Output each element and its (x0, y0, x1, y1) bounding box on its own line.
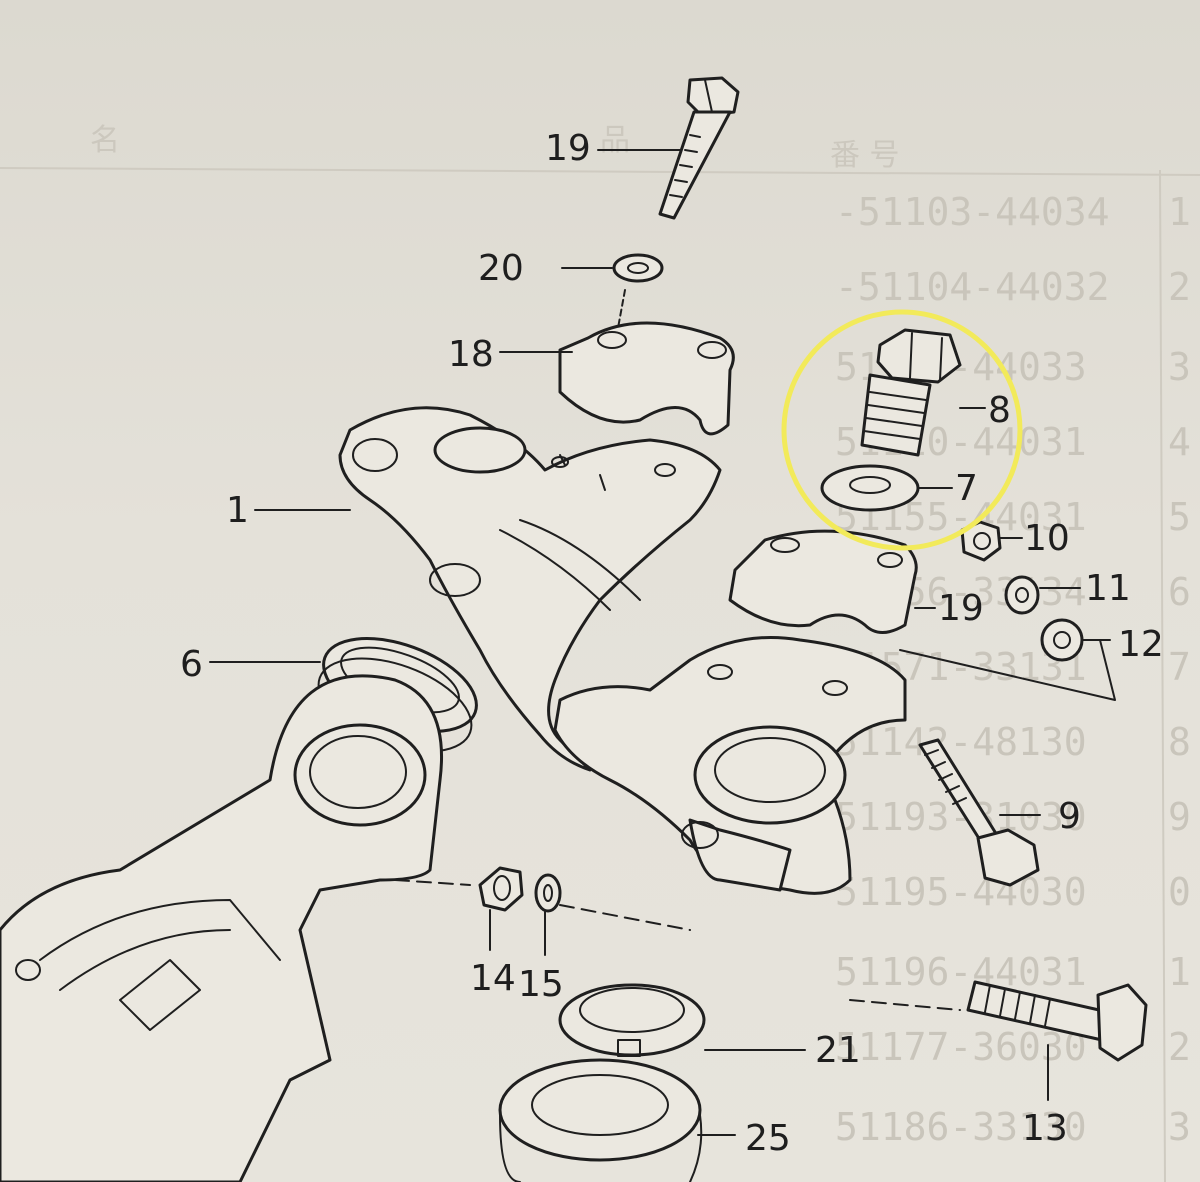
callout-7: 7 (955, 468, 978, 509)
part-14-nut (478, 866, 524, 912)
callout-8: 8 (988, 390, 1011, 431)
ghost-row-number: 5 (1168, 495, 1191, 539)
part-19-top-bolt (658, 76, 740, 220)
ghost-part-number: 51195-44030 (835, 870, 1087, 914)
ghost-row-number: 2 (1168, 1025, 1191, 1069)
background-parts-table: 名 品 番 号 -51103-44034 -51104-44032 51110-… (0, 123, 1200, 1182)
ghost-row-number: 7 (1168, 645, 1191, 689)
ghost-row-number: 3 (1168, 345, 1191, 389)
ghost-row-number: 3 (1168, 1105, 1191, 1149)
callout-21: 21 (815, 1030, 861, 1071)
callout-18: 18 (448, 334, 494, 375)
part-7-washer (820, 464, 920, 512)
ghost-header-fragment: 番 号 (830, 138, 900, 173)
callout-1: 1 (226, 490, 249, 531)
ghost-row-number: 2 (1168, 265, 1191, 309)
callout-labels: 19 20 18 1 6 8 7 10 11 12 19 9 13 14 15 … (180, 128, 1164, 1159)
highlight-circle (781, 309, 1023, 551)
part-20-washer (612, 253, 664, 283)
ghost-row-number: 6 (1168, 570, 1191, 614)
part-1-lower-bracket (338, 406, 722, 772)
leader-lines (209, 149, 1116, 1136)
callout-10: 10 (1024, 518, 1070, 559)
ghost-row-number: 1 (1168, 190, 1191, 234)
part-25-bearing (498, 1058, 703, 1182)
callout-25: 25 (745, 1118, 791, 1159)
ghost-part-number: 51186-33130 (835, 1105, 1087, 1149)
part-19-mid-clamp (728, 529, 918, 634)
ghost-part-number: 51196-44031 (835, 950, 1087, 994)
callout-11: 11 (1085, 568, 1131, 609)
headlight-bracket (0, 674, 444, 1182)
part-9-bolt (918, 738, 1040, 887)
part-11-lock-washer (1004, 575, 1040, 615)
fork-clamp-body (553, 636, 907, 895)
ghost-part-number: -51103-44034 (835, 190, 1110, 234)
callout-12: 12 (1118, 624, 1164, 665)
callout-19-top: 19 (545, 128, 591, 169)
ghost-part-number: 51142-48130 (835, 720, 1087, 764)
ghost-row-number: 8 (1168, 720, 1191, 764)
callout-14: 14 (470, 958, 516, 999)
ghost-header-name: 名 (90, 123, 120, 158)
callout-20: 20 (478, 248, 524, 289)
callout-6: 6 (180, 644, 203, 685)
ghost-row-number: 9 (1168, 795, 1191, 839)
part-12-washer (1040, 618, 1084, 662)
ghost-part-number: 51177-36030 (835, 1025, 1087, 1069)
callout-15: 15 (518, 964, 564, 1005)
callout-13: 13 (1022, 1108, 1068, 1149)
ghost-row-number: 1 (1168, 950, 1191, 994)
callout-9: 9 (1058, 796, 1081, 837)
ghost-row-number: 4 (1168, 420, 1191, 464)
ghost-part-number: -51104-44032 (835, 265, 1110, 309)
callout-19-mid: 19 (938, 588, 984, 629)
part-13-bolt (966, 980, 1148, 1062)
part-18-upper-clamp (558, 289, 735, 436)
part-15-washer (534, 873, 562, 913)
part-8-bolt (860, 328, 962, 457)
ghost-row-number: 0 (1168, 870, 1191, 914)
ghost-header-fragment2: 品 (600, 123, 630, 158)
part-10-nut (960, 520, 1002, 562)
part-21-ring-nut (558, 983, 706, 1057)
